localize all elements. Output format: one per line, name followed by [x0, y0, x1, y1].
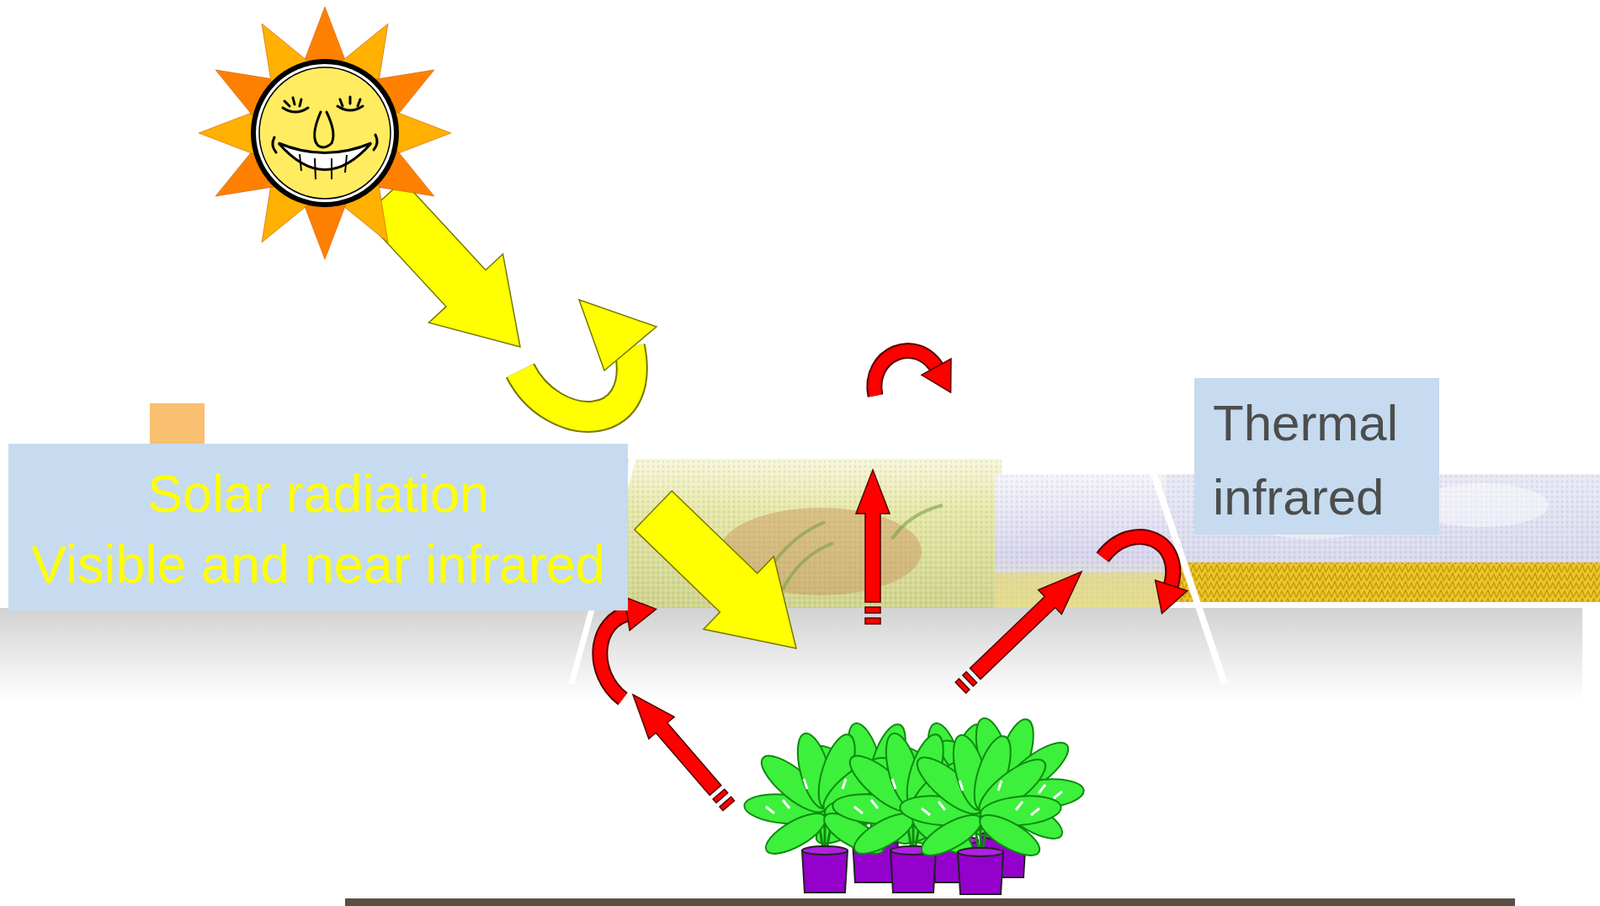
orange-square — [149, 403, 205, 447]
reflected-solar-arrow — [520, 299, 657, 417]
thermal-arrow — [855, 469, 890, 602]
thermal-label-box: Thermal infrared — [1194, 377, 1440, 535]
thermal-arrow — [719, 796, 735, 810]
transmitted-solar-arrow — [634, 490, 797, 649]
roof-band — [0, 607, 1583, 701]
sun — [393, 111, 452, 155]
curved-thermal-arrow — [600, 350, 1188, 699]
sun — [302, 6, 347, 64]
box-label: Thermal infrared — [1212, 386, 1435, 535]
sun — [278, 143, 372, 171]
thermal-arrow — [865, 617, 881, 624]
sun — [340, 96, 361, 107]
thermal-arrow — [855, 469, 890, 624]
ground-line — [345, 898, 1515, 906]
roof-band — [1165, 562, 1600, 602]
thermal-arrow — [620, 683, 729, 802]
sun — [272, 96, 378, 153]
potted-plants — [743, 714, 1085, 894]
box-label: Solar radiation — [8, 457, 628, 529]
sun — [284, 97, 302, 107]
thermal-arrow — [620, 683, 742, 817]
curved-thermal-arrow — [600, 612, 632, 699]
curved-thermal-arrow — [624, 596, 657, 631]
sun — [198, 111, 256, 155]
curved-thermal-arrow — [1155, 579, 1188, 614]
sun — [198, 6, 452, 260]
thermal-arrow — [955, 678, 970, 693]
sun — [250, 58, 399, 208]
sun — [282, 107, 309, 112]
roof-band — [757, 504, 943, 590]
thermal-arrow — [963, 559, 1094, 686]
roof-band — [994, 572, 1166, 608]
curved-thermal-arrow — [921, 358, 952, 393]
sun — [255, 63, 394, 202]
thermal-arrow — [865, 606, 881, 613]
curved-thermal-arrow — [600, 612, 632, 699]
reflected-solar-arrow — [579, 299, 657, 371]
sun — [302, 201, 347, 260]
solar-arrow — [363, 180, 521, 347]
thermal-arrow — [949, 559, 1094, 701]
sun — [299, 154, 347, 180]
sun — [198, 6, 452, 260]
sun — [337, 106, 363, 111]
sun — [259, 67, 391, 199]
solar-label-box: Solar radiationVisible and near infrared — [8, 443, 628, 611]
potted-plants — [898, 731, 1063, 894]
curved-thermal-arrow — [1102, 536, 1174, 590]
curved-thermal-arrow — [1102, 536, 1174, 590]
box-label: Visible and near infrared — [8, 528, 628, 600]
sun — [314, 111, 334, 148]
